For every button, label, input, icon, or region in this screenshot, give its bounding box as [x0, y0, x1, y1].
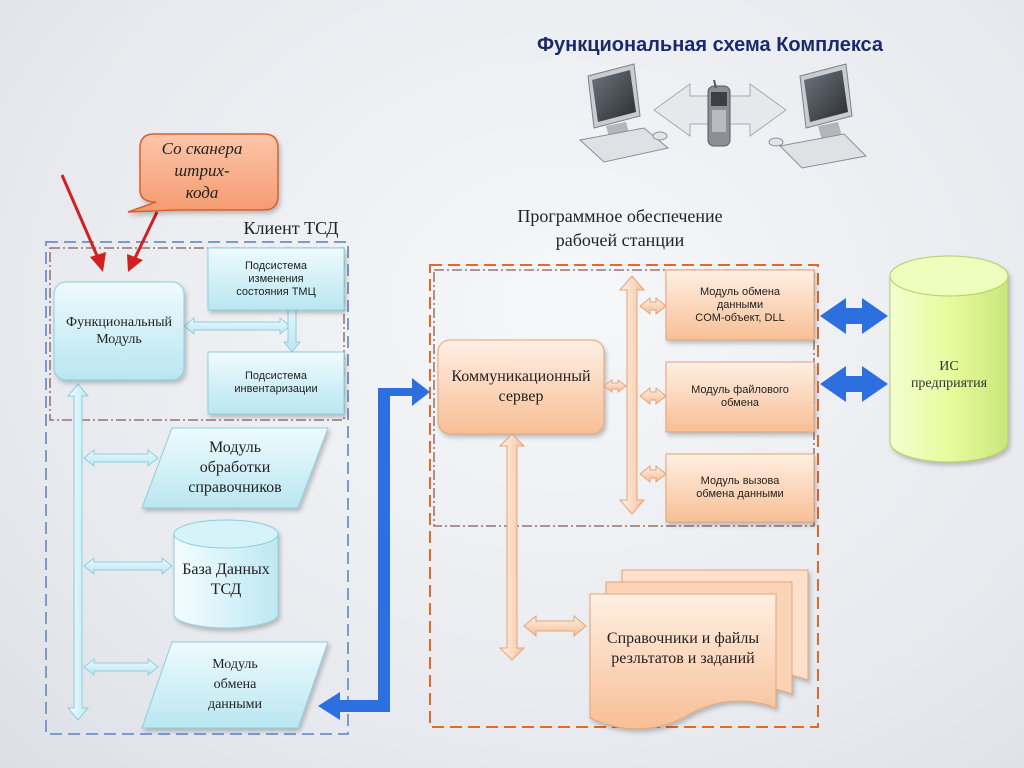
enterprise-shape — [889, 255, 1009, 463]
enterprise-arrows — [820, 298, 888, 402]
workstation-label-line: рабочей станции — [555, 230, 685, 250]
callout-line: штрих- — [174, 161, 230, 180]
client-connectors — [83, 316, 291, 677]
node-line: База Данных — [182, 561, 270, 578]
module-file: Модуль файлового обмена — [666, 362, 814, 432]
module-call: Модуль вызова обмена данными — [666, 454, 814, 522]
computer-right-icon — [768, 63, 868, 169]
node-line: Подсистема — [244, 370, 308, 382]
subsystem-inventory: Подсистема инвентаризации — [208, 352, 344, 414]
module-file-shape — [665, 361, 815, 433]
handheld-scanner-icon — [707, 79, 731, 147]
node-line: Модуль обмена — [699, 285, 781, 298]
module-com: Модуль обмена данными COM-объект, DLL — [666, 270, 814, 340]
directory-module: Модуль обработки справочников — [160, 428, 310, 508]
node-line: обработки — [199, 459, 271, 476]
node-line: обмена — [720, 397, 760, 409]
client-inner-frame — [49, 247, 345, 421]
node-line: Модуль файлового — [691, 384, 789, 396]
exchange-link-arrow — [318, 378, 430, 720]
callout-line: Со сканера — [161, 139, 243, 158]
exchange-module: Модуль обмена данными — [160, 642, 310, 728]
node-line: Подсистема — [244, 259, 308, 272]
exchange-module-shape — [141, 641, 329, 729]
node-line: сервер — [498, 388, 544, 405]
server-files-bus-arrow — [498, 433, 526, 661]
database-shape — [173, 519, 279, 629]
computer-left-icon — [578, 63, 670, 163]
node-line: Коммуникационный — [451, 368, 591, 385]
node-line: COM-объект, DLL — [695, 311, 785, 324]
node-line: резльтатов и заданий — [611, 650, 755, 667]
node-line: обмена — [213, 677, 257, 692]
node-line: данными — [716, 298, 764, 311]
node-line: данными — [207, 697, 263, 712]
files-shape — [589, 569, 809, 730]
node-line: ТСД — [210, 581, 242, 598]
node-line: обмена данными — [696, 488, 784, 500]
node-line: изменения — [248, 272, 304, 285]
diagram-title: Функциональная схема Комплекса — [536, 34, 884, 56]
module-call-shape — [665, 453, 815, 523]
client-label: Клиент ТСД — [243, 218, 339, 238]
workstation-label: Программное обеспечение рабочей станции — [470, 204, 770, 252]
node-line: инвентаризации — [234, 383, 318, 395]
subsystem-inventory-shape — [207, 351, 345, 415]
node-line: состояния ТМЦ — [236, 285, 316, 298]
functional-module: Функциональный Модуль — [54, 282, 184, 380]
files-stack: Справочники и файлы резльтатов и заданий — [590, 616, 776, 682]
computers-illustration — [578, 63, 868, 169]
node-line: Модуль — [212, 657, 258, 672]
node-line: Модуль — [208, 439, 262, 456]
module-com-shape — [665, 269, 815, 341]
scanner-arrows — [60, 174, 159, 272]
node-line: Модуль — [96, 332, 142, 347]
client-frame — [45, 241, 349, 735]
node-line: предприятия — [910, 376, 988, 391]
client-database: База Данных ТСД — [174, 552, 278, 608]
node-line: справочников — [188, 479, 282, 496]
module-connectors — [639, 296, 667, 484]
functional-module-shape — [53, 281, 185, 381]
callout-line: кода — [185, 183, 219, 202]
node-line: Функциональный — [66, 315, 172, 330]
client-bus-arrow — [66, 383, 90, 721]
comm-server: Коммуникационный сервер — [438, 340, 604, 434]
node-line: ИС — [939, 359, 959, 374]
directory-module-shape — [141, 427, 329, 509]
node-line: Модуль вызова — [700, 475, 780, 487]
scanner-callout-text: Со сканера штрих- кода — [128, 138, 276, 204]
files-connector — [523, 614, 587, 638]
workstation-label-line: Программное обеспечение — [517, 206, 723, 226]
enterprise-system: ИС предприятия — [890, 352, 1008, 398]
scanner-callout — [127, 133, 279, 213]
node-line: Справочники и файлы — [606, 630, 760, 647]
comm-server-shape — [437, 339, 605, 435]
subsystem-tmc: Подсистема изменения состояния ТМЦ — [208, 248, 344, 310]
subsystem-tmc-shape — [207, 247, 345, 311]
workstation-bus-arrow — [618, 275, 646, 515]
